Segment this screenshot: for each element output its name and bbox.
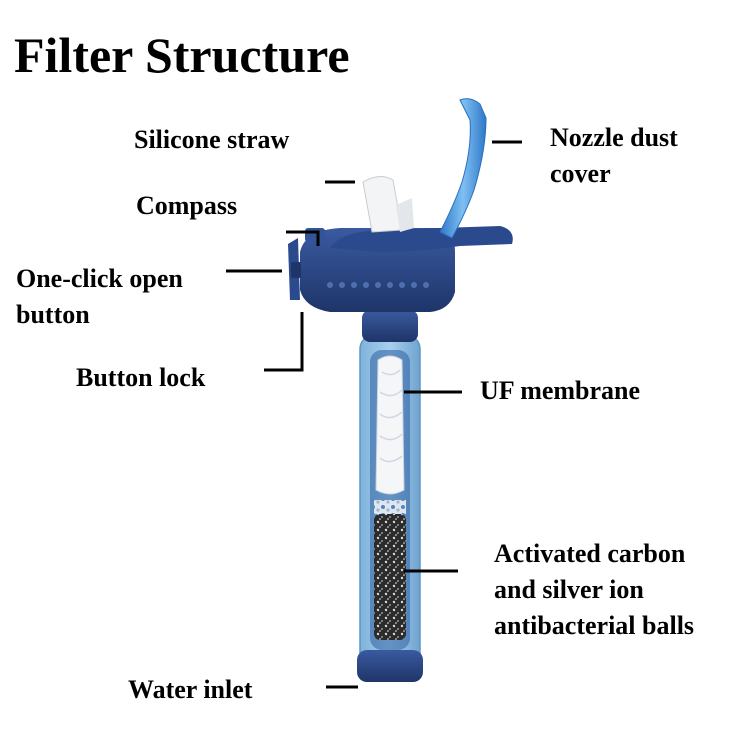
label-uf-membrane: UF membrane bbox=[480, 376, 641, 405]
compass bbox=[305, 228, 325, 242]
label-silicone-straw: Silicone straw bbox=[134, 125, 290, 154]
label-one-click-open-button-line2: button bbox=[16, 300, 90, 329]
nozzle-dust-cover bbox=[439, 98, 487, 239]
label-activated-carbon-line3: antibacterial balls bbox=[494, 611, 695, 640]
label-button-lock: Button lock bbox=[76, 363, 206, 392]
silicone-straw bbox=[362, 176, 414, 233]
label-nozzle-dust-cover-line1: Nozzle dust bbox=[550, 123, 678, 152]
leader-lock bbox=[264, 312, 304, 372]
page-title: Filter Structure bbox=[14, 27, 350, 83]
filter-cap bbox=[288, 226, 513, 312]
label-one-click-open-button-line1: One-click open bbox=[16, 264, 183, 293]
leader-lines bbox=[226, 140, 522, 689]
label-activated-carbon-line2: and silver ion bbox=[494, 575, 644, 604]
leader-compass bbox=[286, 230, 320, 246]
activated-carbon bbox=[374, 514, 406, 640]
label-nozzle-dust-cover-line2: cover bbox=[550, 159, 611, 188]
label-activated-carbon-line1: Activated carbon bbox=[494, 539, 686, 568]
label-compass: Compass bbox=[136, 191, 238, 220]
label-water-inlet: Water inlet bbox=[128, 675, 253, 704]
silver-ion-balls bbox=[374, 500, 406, 514]
uf-membrane bbox=[375, 355, 405, 495]
lid-flap bbox=[330, 226, 513, 252]
filter-tube bbox=[357, 310, 423, 682]
